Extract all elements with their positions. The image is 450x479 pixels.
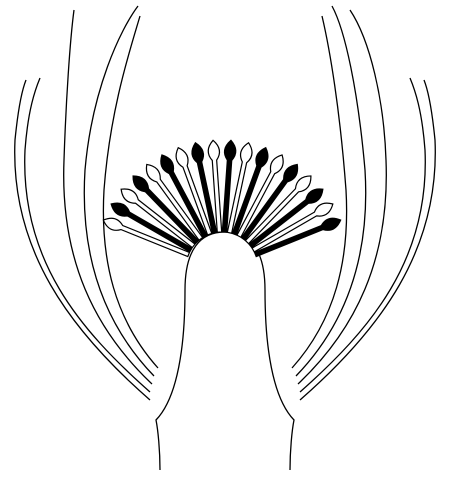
receptacle-outline (156, 232, 294, 470)
receptacle (156, 232, 294, 470)
bract-line (15, 80, 150, 400)
florets (103, 140, 340, 256)
bract-line (300, 80, 435, 400)
